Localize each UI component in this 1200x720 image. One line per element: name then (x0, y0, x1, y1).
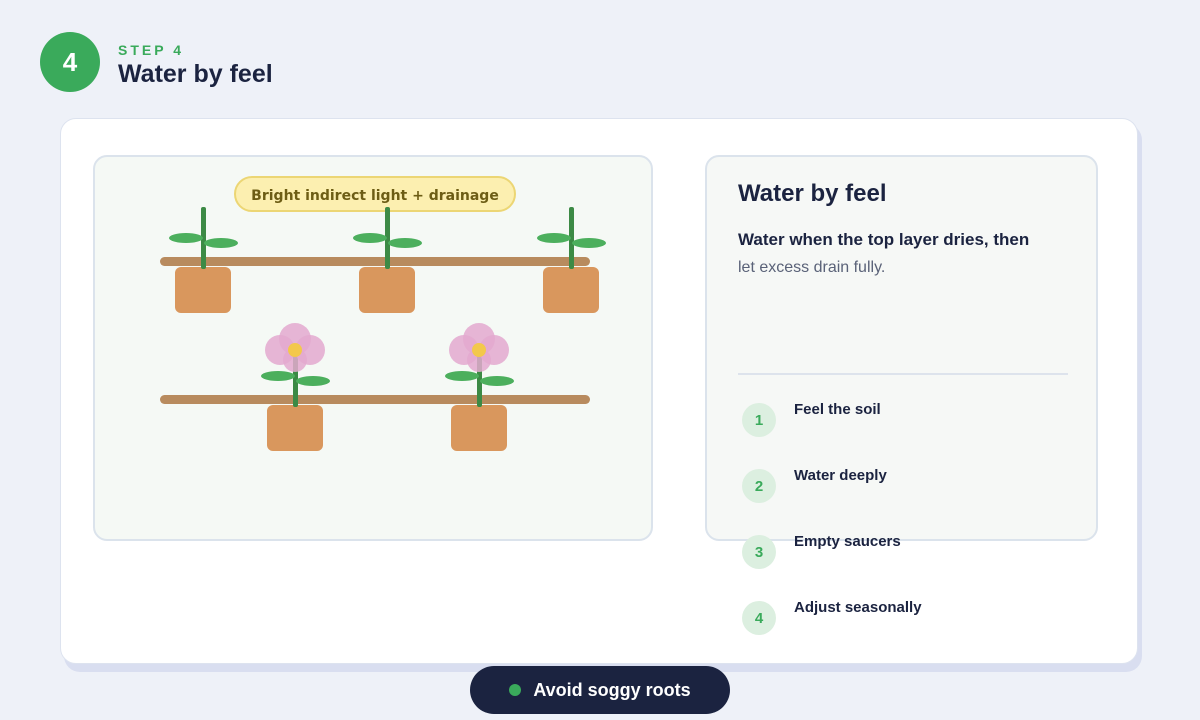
step-item-1: 1 Feel the soil (742, 401, 1082, 439)
plant-illustration-panel: Bright indirect light + drainage (93, 155, 653, 541)
step-text-1: Feel the soil (794, 401, 881, 418)
leafy-plant-3 (537, 207, 606, 313)
status-dot-icon (509, 684, 522, 696)
step-number-1: 1 (742, 403, 776, 437)
flowering-plant-1 (261, 323, 330, 451)
info-title: Water by feel (738, 180, 887, 207)
step-label: STEP 4 (118, 42, 184, 58)
tip-pill: Avoid soggy roots (470, 666, 730, 714)
step-number-4: 4 (742, 601, 776, 635)
step-number-2: 2 (742, 469, 776, 503)
tip-pill-text: Avoid soggy roots (533, 679, 691, 700)
flowering-plant-2 (445, 323, 514, 451)
step-item-4: 4 Adjust seasonally (742, 599, 1082, 637)
page-title: Water by feel (118, 60, 273, 88)
step-number-3: 3 (742, 535, 776, 569)
divider (738, 373, 1068, 375)
step-item-3: 3 Empty saucers (742, 533, 1082, 571)
info-lead-text: Water when the top layer dries, then (738, 230, 1030, 249)
step-text-3: Empty saucers (794, 533, 901, 550)
leafy-plant-2 (353, 207, 422, 313)
step-text-2: Water deeply (794, 467, 887, 484)
bottom-shelf (160, 395, 590, 404)
light-badge-text: Bright indirect light + drainage (251, 188, 499, 204)
step-item-2: 2 Water deeply (742, 467, 1082, 505)
light-badge (234, 176, 516, 212)
top-shelf (160, 257, 590, 266)
step-number-badge: 4 (40, 32, 100, 92)
leafy-plant-1 (169, 207, 238, 313)
step-text-4: Adjust seasonally (794, 599, 922, 616)
plant-shelf-illustration: Bright indirect light + drainage (160, 176, 606, 451)
info-body-text: let excess drain fully. (738, 259, 886, 276)
